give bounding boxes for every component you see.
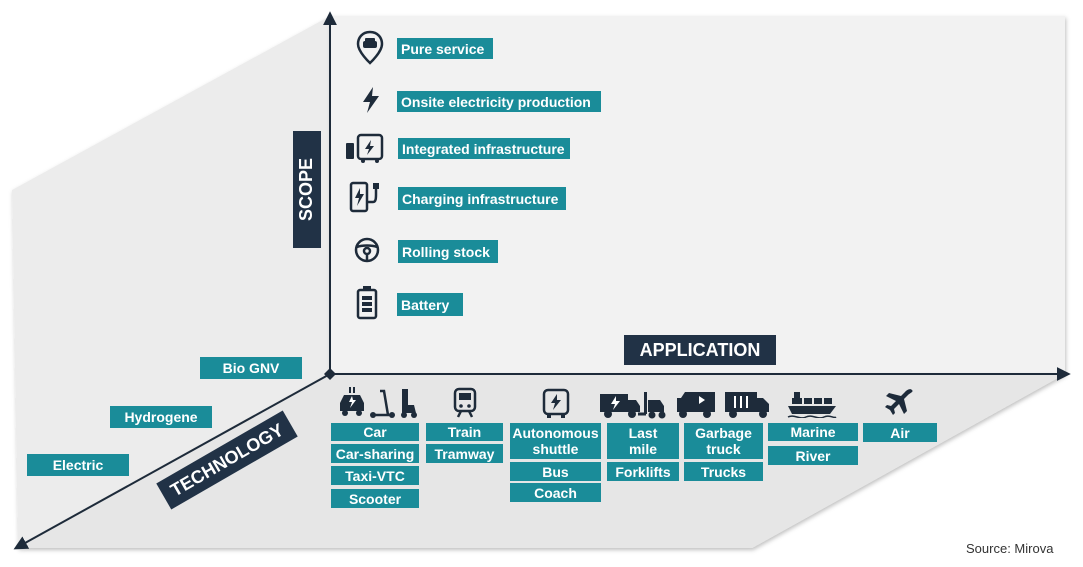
application-tag-car: Car xyxy=(331,423,419,441)
application-tag-tramway: Tramway xyxy=(426,444,503,463)
charger-bus-icon xyxy=(346,133,384,163)
scope-tag-pure-service: Pure service xyxy=(397,38,493,59)
left-wall xyxy=(12,16,330,548)
application-tag-train: Train xyxy=(426,423,503,441)
application-tag-autonomous-shuttle: Autonomous shuttle xyxy=(510,423,601,459)
axis-origin xyxy=(324,368,336,380)
technology-tag-hydrogene: Hydrogene xyxy=(110,406,212,428)
application-tag-last-mile: Last mile xyxy=(607,423,679,459)
train-icon xyxy=(453,387,477,418)
application-tag-river: River xyxy=(768,446,858,465)
technology-axis xyxy=(13,373,331,550)
application-tag-taxi-vtc: Taxi-VTC xyxy=(331,466,419,485)
cargo-ship-icon xyxy=(787,392,837,418)
technology-tag-electric: Electric xyxy=(27,454,129,476)
application-tag-forklifts: Forklifts xyxy=(607,462,679,481)
scope-tag-onsite-electricity-production: Onsite electricity production xyxy=(397,91,601,112)
battery-icon xyxy=(356,286,378,320)
scope-axis-label: SCOPE xyxy=(293,131,321,248)
application-tag-garbage-truck: Garbage truck xyxy=(684,423,763,459)
steering-wheel-icon xyxy=(354,237,380,263)
technology-tag-bio-gnv: Bio GNV xyxy=(200,357,302,379)
airplane-icon xyxy=(885,389,913,415)
application-tag-air: Air xyxy=(863,423,937,442)
application-tag-coach: Coach xyxy=(510,483,601,502)
application-tag-scooter: Scooter xyxy=(331,489,419,508)
delivery-van-forklift-icon xyxy=(600,392,666,419)
scope-tag-battery: Battery xyxy=(397,293,463,316)
lightning-bolt-icon xyxy=(363,87,379,113)
application-axis-label: APPLICATION xyxy=(624,335,776,365)
application-tag-car-sharing: Car-sharing xyxy=(331,444,419,463)
application-tag-trucks: Trucks xyxy=(684,462,763,481)
location-pin-car-icon xyxy=(356,30,384,65)
garbage-truck-icon xyxy=(677,392,769,418)
scope-tag-rolling-stock: Rolling stock xyxy=(398,240,498,263)
car-scooter-moped-icon xyxy=(340,387,417,418)
scope-tag-charging-infrastructure: Charging infrastructure xyxy=(398,187,566,210)
application-tag-marine: Marine xyxy=(768,423,858,441)
charging-station-icon xyxy=(349,181,379,213)
electric-bus-icon xyxy=(542,388,570,418)
source-caption: Source: Mirova xyxy=(966,541,1054,556)
application-tag-bus: Bus xyxy=(510,462,601,481)
scope-tag-integrated-infrastructure: Integrated infrastructure xyxy=(398,138,570,159)
